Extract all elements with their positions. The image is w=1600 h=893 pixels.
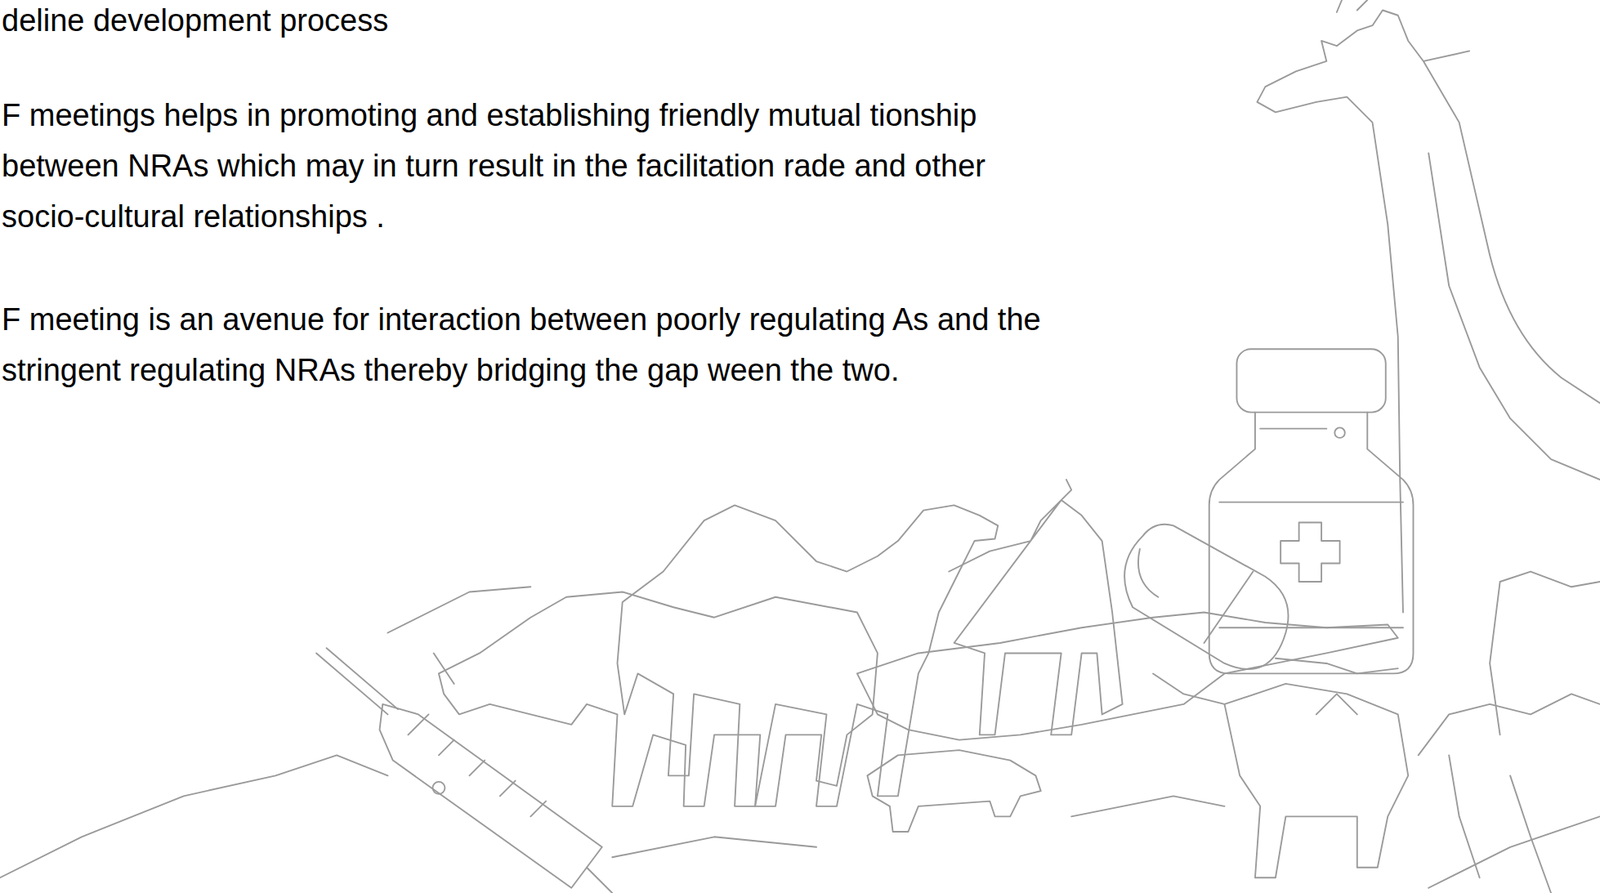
body-paragraph: F meetings helps in promoting and establ… [1, 89, 1064, 242]
syringe [316, 648, 613, 893]
heading-fragment: deline development process [1, 0, 1146, 46]
landscape-line [0, 755, 1600, 888]
crocodile-outline [857, 612, 1399, 740]
camel-outline [616, 505, 998, 806]
cow-outline [1224, 683, 1408, 878]
pig-outline [867, 750, 1041, 832]
capsule-pill [1124, 524, 1288, 670]
antelope-outline [948, 479, 1122, 735]
giraffe-outline [1256, 0, 1600, 613]
right-animals-outline [1489, 572, 1600, 736]
rhino-outline [433, 592, 878, 807]
body-paragraph: F meeting is an avenue for interaction b… [1, 294, 1064, 396]
extra-lines [388, 586, 1225, 705]
horned-animal-outline [1418, 693, 1600, 893]
